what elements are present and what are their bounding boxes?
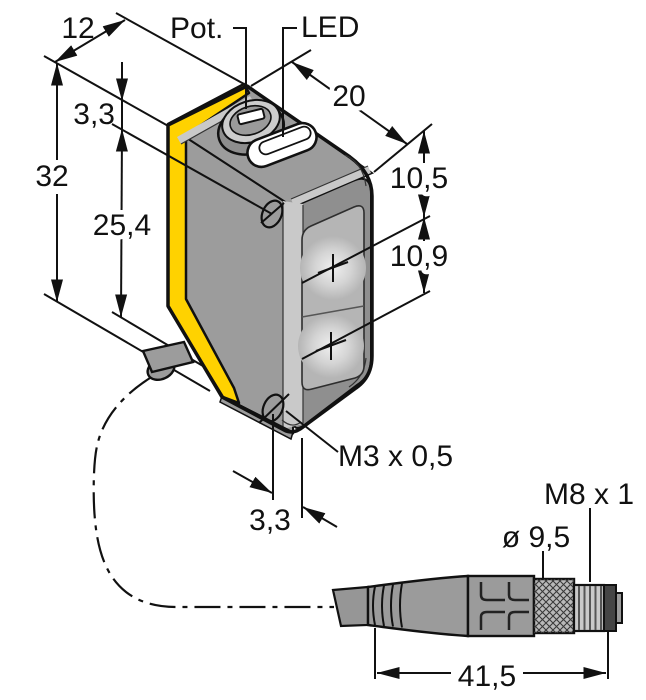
pot-slot: [236, 107, 266, 126]
front-edge-chamfer-band: [283, 201, 303, 429]
dim-lens-spacing-label: 10,9: [390, 240, 448, 273]
dim-hole-spacing-label: 25,4: [93, 209, 151, 242]
dim-hole-front-offset-label: 3,3: [249, 504, 291, 537]
cable-path-centerline: [92, 377, 334, 609]
dim-lens-top-offset-label: 10,5: [390, 162, 448, 195]
knurl-pattern: [534, 579, 574, 633]
dim-housing-width-label: 20: [332, 80, 365, 113]
front-top-chamfer-band: [291, 166, 371, 206]
cable: [331, 585, 370, 628]
mounting-hole-bottom: [258, 393, 290, 424]
dimension-lines: [51, 19, 609, 679]
connector-end-face: [615, 592, 623, 624]
lens-divider-line: [301, 305, 365, 318]
connector-diameter-label: ø 9,5: [502, 521, 570, 554]
body-grip-slots: [479, 582, 529, 630]
boot-ribs: [372, 583, 403, 628]
dim-housing-depth-label: 12: [61, 12, 94, 45]
connector-end-ring: [603, 584, 617, 632]
led-label: LED: [301, 11, 359, 44]
mounting-thread-label: M3 x 0,5: [338, 440, 453, 473]
housing-outline: [166, 84, 374, 434]
dim-hole-top-offset-label: 3,3: [73, 98, 115, 131]
pot-label: Pot.: [170, 12, 223, 45]
pot-leader-line: [233, 27, 247, 109]
sensor-housing: [141, 82, 375, 441]
led-leader-line: [282, 27, 297, 137]
dim-housing-height-label: 32: [35, 160, 68, 193]
connector-thread-label: M8 x 1: [544, 478, 634, 511]
connector-assembly: [331, 574, 623, 638]
dim-connector-length-label: 41,5: [458, 660, 516, 693]
cable-exit-tab: [141, 340, 195, 382]
lens-reference-lines: [111, 123, 431, 360]
connector-body: [466, 574, 536, 638]
thread-ribs: [578, 586, 602, 630]
